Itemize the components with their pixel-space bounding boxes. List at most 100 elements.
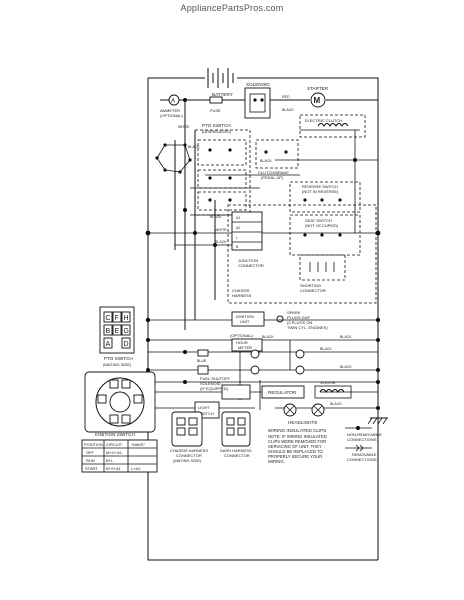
starter: M STARTER xyxy=(307,86,329,108)
svg-text:M+G+A1: M+G+A1 xyxy=(106,450,123,455)
svg-text:"MAKE": "MAKE" xyxy=(131,442,146,447)
svg-text:TWIN CYL. ENGINES): TWIN CYL. ENGINES) xyxy=(287,325,328,330)
svg-text:AMMETER: AMMETER xyxy=(160,108,180,113)
svg-text:OFF: OFF xyxy=(86,450,95,455)
svg-text:RED: RED xyxy=(282,95,290,99)
svg-text:BLACK: BLACK xyxy=(262,335,274,339)
svg-text:CHASSIS HARNESS: CHASSIS HARNESS xyxy=(170,448,208,453)
svg-text:(NOT IN REVERSE): (NOT IN REVERSE) xyxy=(302,189,339,194)
svg-text:D: D xyxy=(124,341,129,348)
shorting-connector: SHORTING CONNECTOR xyxy=(299,254,346,293)
seat-switch: SEAT SWITCH (NOT OCCUPIED) xyxy=(289,214,361,256)
pto-switch-block: PTO SWITCH (DISENGAGED) xyxy=(194,123,251,216)
ignition-table: POSITION CIRCUIT "MAKE" OFF M+G+A1 RUN B… xyxy=(81,439,158,473)
svg-text:BLACK: BLACK xyxy=(320,347,332,351)
svg-text:BLACK: BLACK xyxy=(330,402,342,406)
pto-switch-face: C F H B E G A D PTO SWITCH (MATING SIDE) xyxy=(99,306,135,367)
svg-text:C: C xyxy=(106,315,111,322)
chassis-harness-connector: CHASSIS HARNESS CONNECTOR (MATING SIDE) xyxy=(170,411,208,463)
svg-text:PROPERLY SECURE YOUR: PROPERLY SECURE YOUR xyxy=(268,454,322,459)
headlights: HEADLIGHTS xyxy=(283,403,325,425)
svg-text:BLACK: BLACK xyxy=(340,365,352,369)
svg-text:UNIT: UNIT xyxy=(240,319,250,324)
wire-color-labels: RED BLACK WHITE BLACK BLACK BLACK WHITE … xyxy=(178,95,352,406)
svg-text:BLACK: BLACK xyxy=(260,159,272,163)
svg-text:SPARK: SPARK xyxy=(287,310,301,315)
stator: STATOR xyxy=(314,380,352,399)
svg-text:CLUTCH/BRAKE: CLUTCH/BRAKE xyxy=(258,170,289,175)
svg-text:(MATING SIDE): (MATING SIDE) xyxy=(173,458,202,463)
svg-text:CONNECTOR: CONNECTOR xyxy=(300,288,326,293)
wiring-clips-note: WIRING INSULATED CLIPS NOTE: IF WIRING I… xyxy=(268,428,327,464)
svg-text:M: M xyxy=(314,96,321,105)
diodes-row xyxy=(197,349,305,375)
battery-symbol: BATTERY xyxy=(205,68,237,97)
svg-text:(OPTIONAL): (OPTIONAL) xyxy=(160,113,184,118)
svg-text:SWITCH: SWITCH xyxy=(198,411,214,416)
svg-text:PLUGS GAP: PLUGS GAP xyxy=(287,315,310,320)
svg-text:BLACK: BLACK xyxy=(188,145,200,149)
svg-text:REMOVABLE: REMOVABLE xyxy=(352,452,377,457)
svg-text:REVERSE SWITCH: REVERSE SWITCH xyxy=(302,184,338,189)
svg-text:METER: METER xyxy=(238,345,252,350)
solenoid: SOLENOID xyxy=(244,82,271,119)
svg-text:F: F xyxy=(115,315,119,322)
svg-text:L: L xyxy=(236,236,238,240)
svg-text:NON-REMOVABLE: NON-REMOVABLE xyxy=(347,432,382,437)
svg-text:B: B xyxy=(236,245,239,249)
svg-text:CIRCUIT: CIRCUIT xyxy=(106,442,123,447)
svg-text:REGULATOR: REGULATOR xyxy=(268,390,297,395)
svg-text:SHOULD BE REPLACED TO: SHOULD BE REPLACED TO xyxy=(268,449,324,454)
svg-text:HEADLIGHTS: HEADLIGHTS xyxy=(288,420,317,425)
ground-symbol xyxy=(367,417,388,425)
dash-harness-connector: DASH HARNESS CONNECTOR xyxy=(220,411,252,458)
svg-text:CONNECTIONS: CONNECTIONS xyxy=(347,457,377,462)
svg-text:A: A xyxy=(171,99,175,105)
ignition-unit: IGNITION UNIT SPARK PLUGS GAP (2 PLUGS O… xyxy=(231,310,328,330)
svg-text:SEAT SWITCH: SEAT SWITCH xyxy=(305,218,332,223)
clutch-brake-switch: CLUTCH/BRAKE (PEDAL UP) xyxy=(255,139,299,180)
svg-text:SOLENOID: SOLENOID xyxy=(200,381,221,386)
svg-text:WHITE: WHITE xyxy=(178,125,190,129)
svg-text:WIRING INSULATED CLIPS: WIRING INSULATED CLIPS xyxy=(268,428,326,433)
svg-text:LIGHT: LIGHT xyxy=(198,405,210,410)
fuel-shutoff-solenoid: FUEL SHUTOFF SOLENOID (IF EQUIPPED) xyxy=(200,376,251,400)
solenoid-label: SOLENOID xyxy=(246,82,270,87)
svg-text:B+S+A1: B+S+A1 xyxy=(106,466,122,471)
connection-legend: NON-REMOVABLE CONNECTIONS REMOVABLE CONN… xyxy=(345,426,382,462)
svg-text:IGNITION SWITCH: IGNITION SWITCH xyxy=(95,432,135,437)
svg-text:BLUE: BLUE xyxy=(197,359,207,363)
svg-text:CONNECTOR: CONNECTOR xyxy=(224,453,250,458)
svg-text:(IF EQUIPPED): (IF EQUIPPED) xyxy=(200,386,229,391)
svg-text:RUN: RUN xyxy=(86,458,95,463)
svg-text:(DISENGAGED): (DISENGAGED) xyxy=(202,129,232,134)
svg-text:A1: A1 xyxy=(236,216,240,220)
svg-text:A: A xyxy=(106,341,111,348)
regulator: REGULATOR xyxy=(261,385,305,399)
watermark: AppliancePartsPros.com xyxy=(180,3,284,13)
svg-text:FUSE: FUSE xyxy=(210,108,221,113)
svg-text:CHASSIS: CHASSIS xyxy=(232,288,250,293)
svg-text:G: G xyxy=(124,328,129,335)
svg-text:BLACK: BLACK xyxy=(215,240,227,244)
svg-text:(NOT OCCUPIED): (NOT OCCUPIED) xyxy=(305,223,339,228)
svg-text:A2: A2 xyxy=(236,226,240,230)
svg-text:CONNECTIONS: CONNECTIONS xyxy=(347,437,377,442)
svg-text:IGNITION: IGNITION xyxy=(236,314,254,319)
svg-text:(2 PLUGS ON: (2 PLUGS ON xyxy=(287,320,312,325)
svg-text:E: E xyxy=(115,328,120,335)
svg-text:B+L: B+L xyxy=(106,458,114,463)
svg-text:PTO SWITCH: PTO SWITCH xyxy=(202,123,231,128)
svg-text:H: H xyxy=(124,315,129,322)
svg-text:PTO SWITCH: PTO SWITCH xyxy=(104,356,133,361)
svg-text:BLACK: BLACK xyxy=(340,335,352,339)
svg-text:DASH HARNESS: DASH HARNESS xyxy=(220,448,252,453)
chassis-harness-boundary: CHASSIS HARNESS xyxy=(227,204,377,304)
svg-text:WIRING.: WIRING. xyxy=(268,459,285,464)
svg-text:SERVICING OF UNIT, THEY: SERVICING OF UNIT, THEY xyxy=(268,444,322,449)
svg-text:HARNESS: HARNESS xyxy=(232,293,252,298)
svg-text:SHORTING: SHORTING xyxy=(300,283,321,288)
svg-text:(OPTIONAL): (OPTIONAL) xyxy=(230,333,254,338)
svg-text:FUEL SHUTOFF: FUEL SHUTOFF xyxy=(200,376,231,381)
ignition-switch-schematic xyxy=(155,143,192,174)
